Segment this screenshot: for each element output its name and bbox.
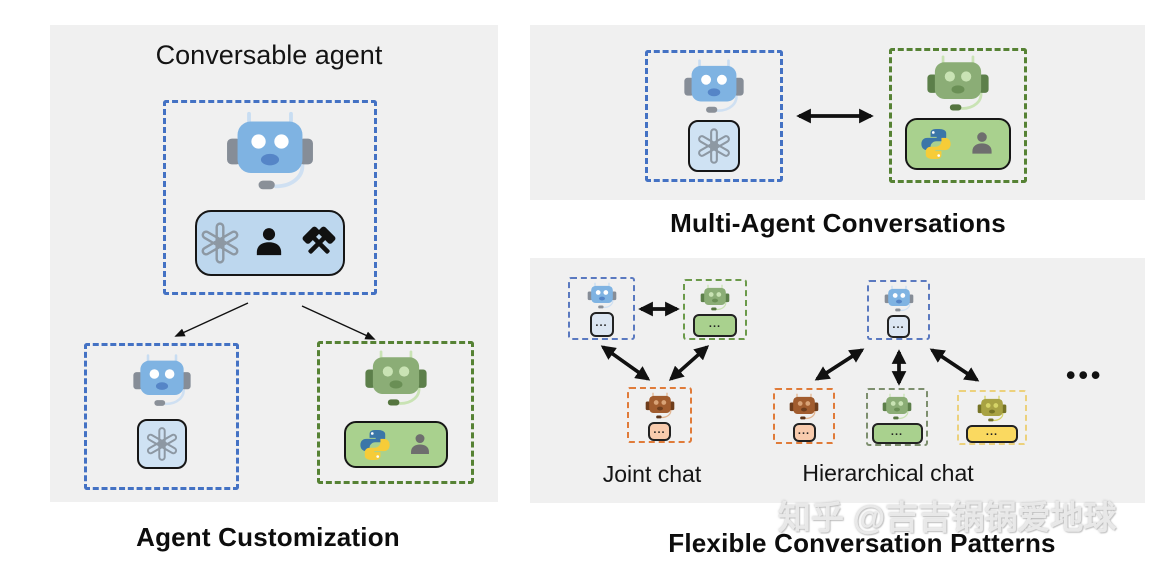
robot-face-icon bbox=[788, 393, 820, 421]
llm-badge bbox=[136, 419, 187, 469]
hier-chat-yellow-agent-box: ... bbox=[957, 390, 1027, 445]
agent-capabilities-badge bbox=[195, 210, 345, 276]
robot-face-icon bbox=[699, 284, 731, 312]
badge-dots: ... bbox=[890, 425, 904, 438]
chat-badge: ... bbox=[966, 425, 1018, 443]
conversable-agent-title: Conversable agent bbox=[155, 40, 383, 70]
person-icon bbox=[250, 224, 288, 262]
robot-face-icon bbox=[644, 392, 676, 420]
badge-dots: ... bbox=[708, 317, 722, 330]
assistant-agent-box bbox=[645, 50, 783, 182]
chat-badge: ... bbox=[871, 423, 923, 444]
person-icon bbox=[967, 129, 997, 159]
openai-logo-icon bbox=[695, 127, 733, 165]
flexible-patterns-caption: Flexible Conversation Patterns bbox=[668, 528, 1056, 558]
agent-customization-caption: Agent Customization bbox=[136, 522, 400, 552]
code-human-badge bbox=[343, 421, 448, 468]
badge-dots: ... bbox=[985, 426, 999, 439]
robot-face-icon bbox=[883, 285, 915, 313]
llm-badge bbox=[688, 120, 740, 172]
robot-face-icon bbox=[586, 282, 618, 310]
hier-chat-orange-agent-box: ... bbox=[773, 388, 835, 444]
robot-face-icon bbox=[924, 54, 992, 114]
joint-chat-green-agent-box: ... bbox=[683, 279, 747, 340]
more-patterns-ellipsis: ••• bbox=[1066, 360, 1104, 390]
user-proxy-agent-box bbox=[889, 48, 1027, 183]
robot-face-icon bbox=[976, 395, 1008, 423]
multi-agent-conversations-caption: Multi-Agent Conversations bbox=[670, 208, 1006, 238]
robot-face-icon bbox=[130, 353, 194, 409]
multi-agent-conversations-panel bbox=[530, 25, 1145, 200]
openai-logo-icon bbox=[144, 426, 180, 462]
code-human-badge bbox=[905, 118, 1011, 170]
llm-agent-box bbox=[84, 343, 239, 490]
person-icon bbox=[406, 431, 434, 459]
executor-agent-box bbox=[317, 341, 474, 484]
openai-logo-icon bbox=[198, 221, 242, 265]
chat-badge: ... bbox=[887, 315, 910, 338]
joint-chat-orange-agent-box: ... bbox=[627, 387, 692, 443]
python-logo-icon bbox=[919, 127, 953, 161]
joint-chat-blue-agent-box: ... bbox=[568, 277, 635, 340]
badge-dots: ... bbox=[892, 318, 905, 331]
robot-face-icon bbox=[362, 349, 430, 409]
chat-badge: ... bbox=[589, 312, 614, 337]
chat-badge: ... bbox=[693, 314, 737, 337]
hier-chat-blue-agent-box: ... bbox=[867, 280, 930, 340]
crossed-hammers-icon bbox=[296, 220, 342, 266]
robot-face-icon bbox=[681, 58, 747, 116]
conversable-agent-box bbox=[163, 100, 377, 295]
chat-badge: ... bbox=[792, 423, 816, 442]
badge-dots: ... bbox=[595, 316, 608, 329]
chat-badge: ... bbox=[648, 422, 671, 441]
badge-dots: ... bbox=[797, 424, 811, 437]
badge-dots: ... bbox=[653, 423, 666, 436]
python-logo-icon bbox=[358, 428, 392, 462]
robot-face-icon bbox=[881, 393, 913, 421]
joint-chat-label: Joint chat bbox=[602, 461, 702, 487]
flexible-patterns-panel bbox=[530, 258, 1145, 503]
hier-chat-green-agent-box: ... bbox=[866, 388, 928, 446]
hierarchical-chat-label: Hierarchical chat bbox=[802, 460, 974, 486]
zhihu-watermark: 知乎 @吉吉锅锅爱地球 bbox=[778, 499, 1117, 536]
robot-face-icon bbox=[222, 110, 318, 194]
